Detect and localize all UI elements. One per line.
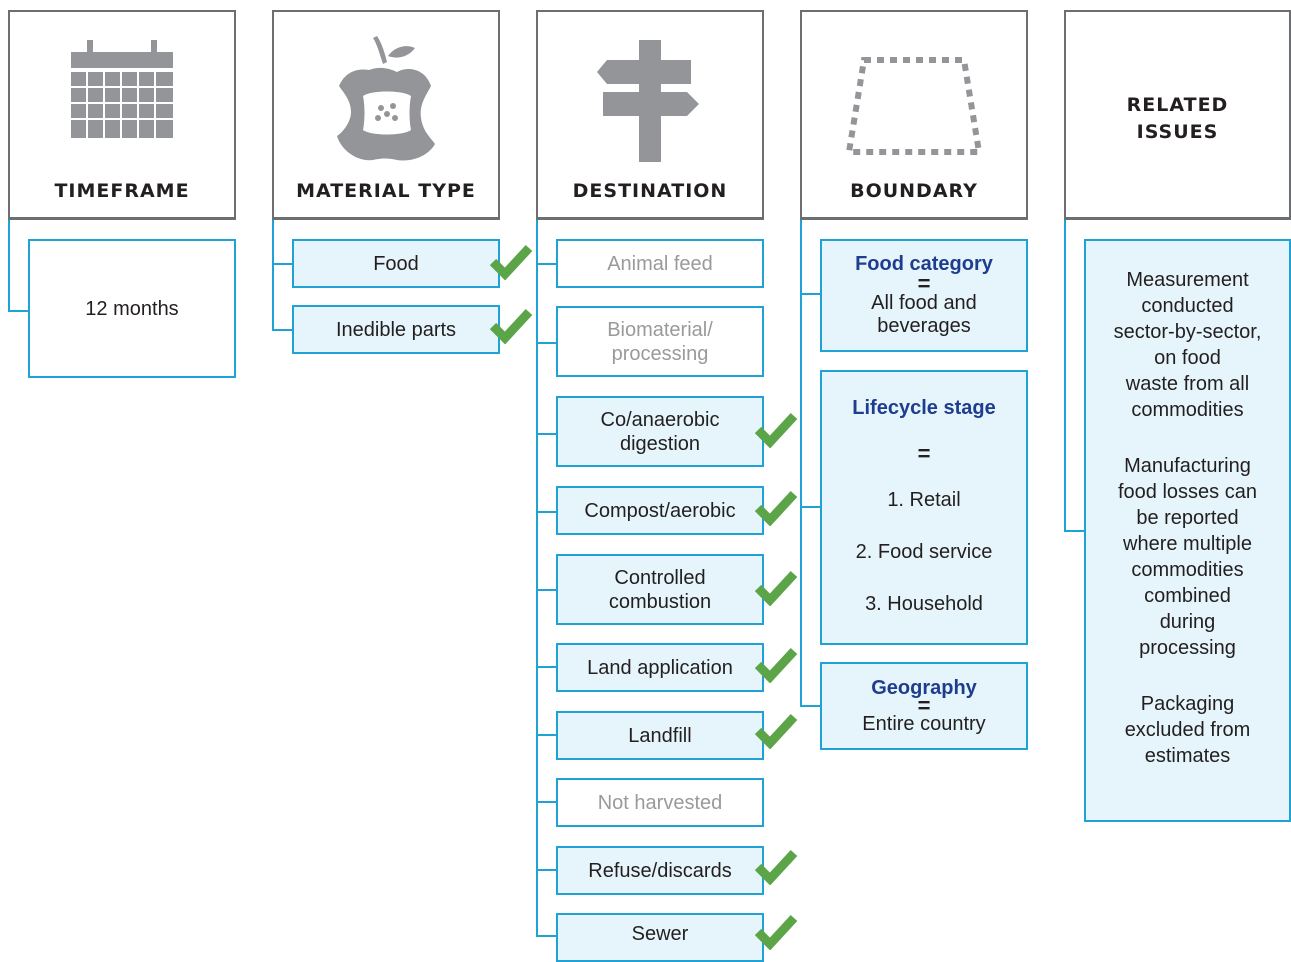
checkmark-icon: [754, 412, 798, 448]
boundary-geography: Geography = Entire country: [820, 662, 1028, 750]
material-type-title: MATERIAL TYPE: [296, 180, 476, 202]
timeframe-title: TIMEFRAME: [54, 180, 190, 202]
checkmark-icon: [489, 308, 533, 344]
checkmark-icon: [754, 490, 798, 526]
signpost-icon: [538, 34, 762, 164]
checkmark-icon: [754, 713, 798, 749]
lifecycle-stage-label: Lifecycle stage: [852, 397, 996, 419]
material-item-food: Food: [292, 239, 500, 288]
material-type-header: MATERIAL TYPE: [272, 10, 500, 220]
related-issues-title: RELATED ISSUES: [1126, 94, 1229, 143]
destination-item-refuse-discards: Refuse/discards: [556, 846, 764, 895]
timeframe-value: 12 months: [28, 239, 236, 378]
checkmark-icon: [754, 914, 798, 950]
dotted-boundary-icon: [802, 34, 1026, 164]
boundary-header: BOUNDARY: [800, 10, 1028, 220]
timeframe-header: TIMEFRAME: [8, 10, 236, 220]
boundary-title: BOUNDARY: [850, 180, 978, 202]
destination-item-not-harvested: Not harvested: [556, 778, 764, 827]
checkmark-icon: [754, 570, 798, 606]
related-issues-header: RELATED ISSUES: [1064, 10, 1291, 220]
destination-item-biomaterial: Biomaterial/ processing: [556, 306, 764, 377]
calendar-icon: [10, 34, 234, 164]
destination-item-sewer: Sewer: [556, 913, 764, 962]
destination-item-compost: Compost/aerobic: [556, 486, 764, 535]
checkmark-icon: [754, 849, 798, 885]
destination-item-anaerobic-digestion: Co/anaerobic digestion: [556, 396, 764, 467]
destination-title: DESTINATION: [572, 180, 728, 202]
boundary-food-category: Food category = All food and beverages: [820, 239, 1028, 352]
geography-label: Geography: [871, 677, 977, 699]
related-issues-box: Measurement conducted sector-by-sector, …: [1084, 239, 1291, 822]
related-issue-manufacturing: Manufacturing food losses can be reporte…: [1118, 455, 1257, 659]
boundary-lifecycle-stage: Lifecycle stage = 1. Retail 2. Food serv…: [820, 370, 1028, 645]
destination-item-controlled-combustion: Controlled combustion: [556, 554, 764, 625]
related-issue-packaging: Packaging excluded from estimates: [1124, 693, 1251, 767]
food-category-label: Food category: [855, 253, 993, 275]
destination-header: DESTINATION: [536, 10, 764, 220]
material-item-inedible-parts: Inedible parts: [292, 305, 500, 354]
destination-item-land-application: Land application: [556, 643, 764, 692]
related-issue-measurement: Measurement conducted sector-by-sector, …: [1113, 269, 1262, 421]
destination-item-landfill: Landfill: [556, 711, 764, 760]
checkmark-icon: [489, 244, 533, 280]
destination-item-animal-feed: Animal feed: [556, 239, 764, 288]
apple-core-icon: [274, 34, 498, 164]
checkmark-icon: [754, 647, 798, 683]
